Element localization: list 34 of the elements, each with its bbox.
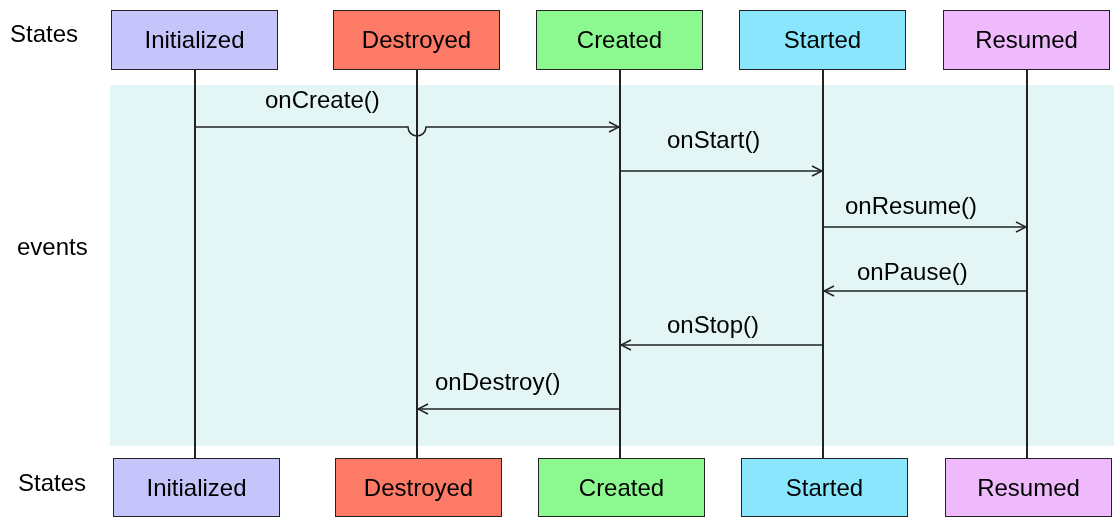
state-box bbox=[538, 458, 705, 517]
row-label: States bbox=[18, 469, 87, 497]
state-box bbox=[945, 458, 1112, 517]
state-name: Initialized bbox=[146, 473, 247, 502]
lifeline bbox=[194, 70, 196, 458]
arrow bbox=[823, 285, 1027, 297]
state-box bbox=[333, 10, 500, 70]
lifeline bbox=[822, 70, 824, 458]
state-box bbox=[536, 10, 703, 70]
state-box bbox=[111, 10, 278, 70]
arrow bbox=[823, 221, 1027, 233]
state-name: Destroyed bbox=[363, 473, 474, 502]
state-name: Destroyed bbox=[361, 26, 472, 54]
state-name: Created bbox=[576, 26, 663, 54]
state-box bbox=[335, 458, 502, 517]
lifeline bbox=[1026, 70, 1028, 458]
lifeline bbox=[619, 70, 621, 458]
state-box bbox=[113, 458, 280, 517]
arrow bbox=[195, 121, 620, 137]
arrow bbox=[417, 403, 620, 415]
state-name: Started bbox=[785, 473, 864, 502]
row-label: States bbox=[10, 20, 79, 48]
state-box bbox=[943, 10, 1110, 70]
state-box bbox=[741, 458, 908, 517]
state-name: Started bbox=[783, 26, 862, 54]
state-name: Resumed bbox=[977, 473, 1080, 502]
lifeline bbox=[416, 70, 418, 458]
band-label: events bbox=[17, 233, 88, 261]
state-box bbox=[739, 10, 906, 70]
arrow bbox=[620, 339, 823, 351]
state-name: Resumed bbox=[975, 26, 1078, 54]
arrow bbox=[620, 165, 823, 177]
state-name: Initialized bbox=[144, 26, 245, 54]
state-name: Created bbox=[578, 473, 665, 502]
